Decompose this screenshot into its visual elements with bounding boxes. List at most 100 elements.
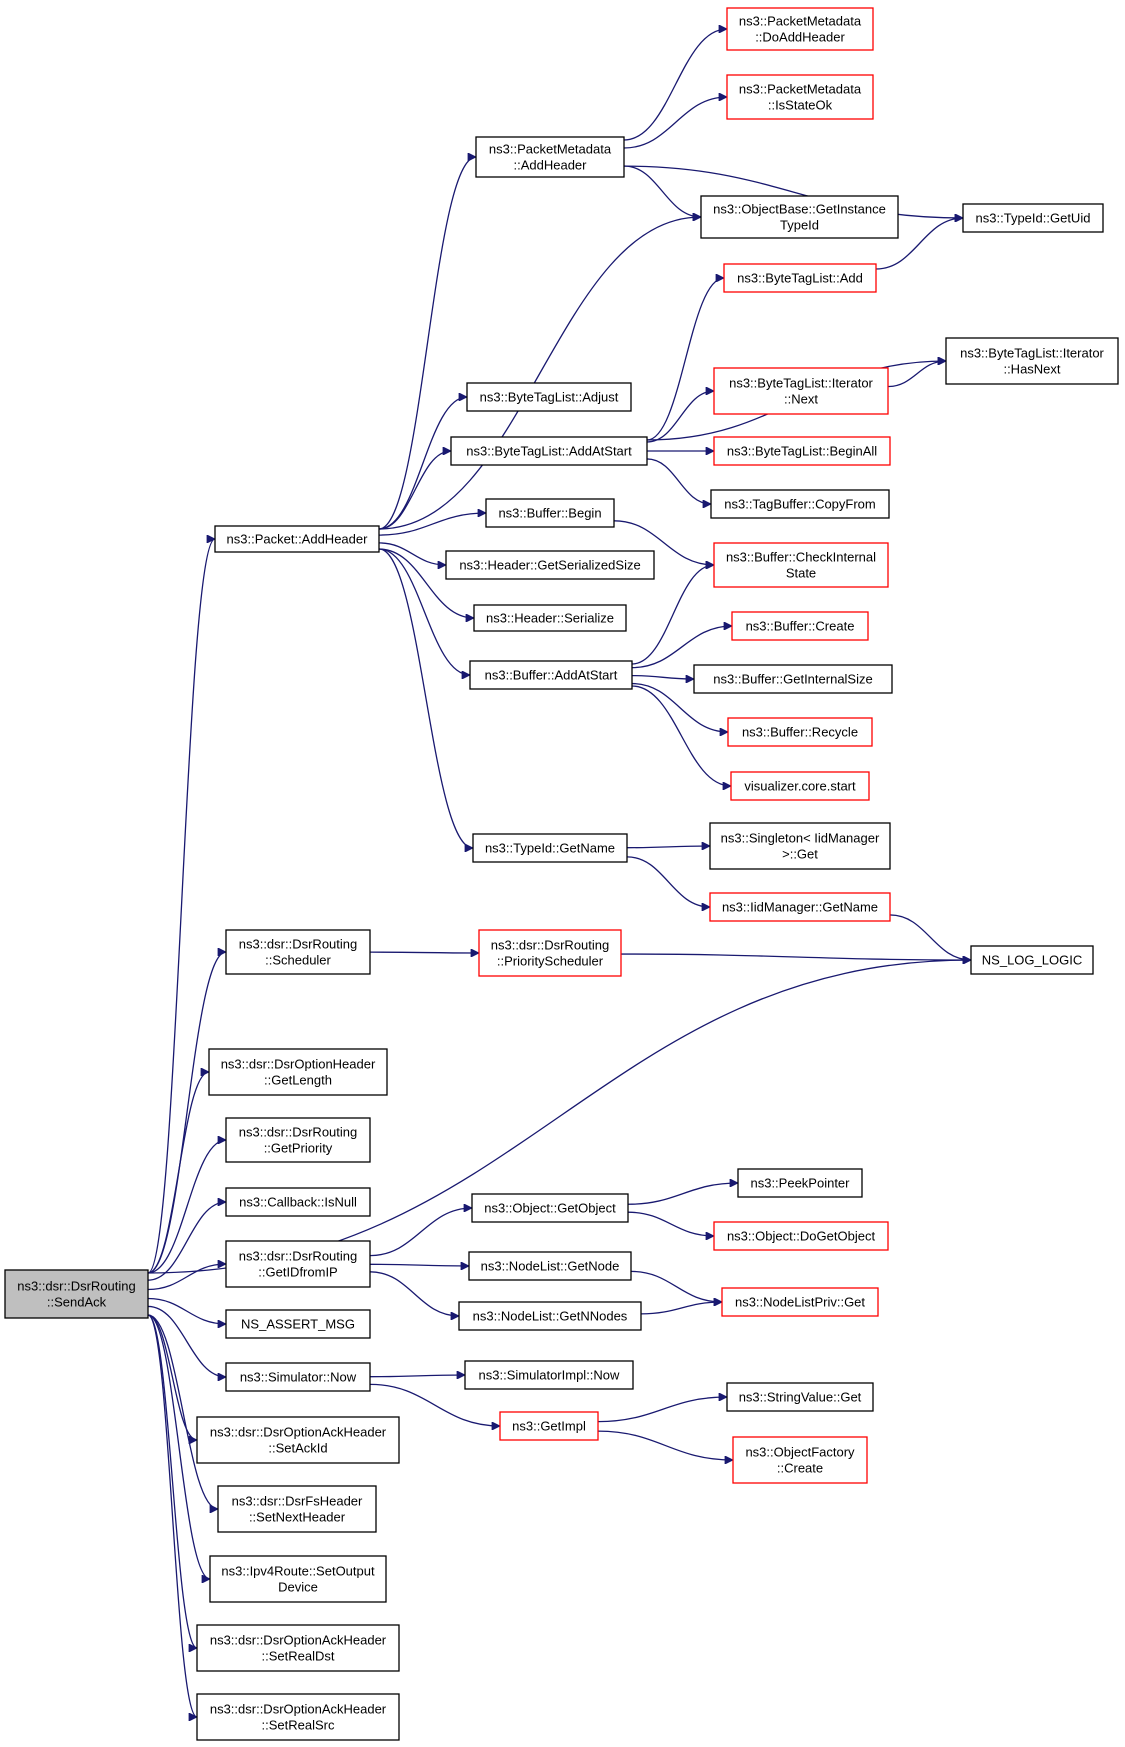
node-get-impl[interactable]: ns3::GetImpl xyxy=(499,1411,599,1441)
node-label: ns3::Packet::AddHeader xyxy=(227,532,369,547)
node-btl-begin-all[interactable]: ns3::ByteTagList::BeginAll xyxy=(713,436,891,466)
node-label: visualizer.core.start xyxy=(744,779,856,794)
edge-pkt-add-header-to-hdr-serialize xyxy=(378,548,474,618)
node-hdr-serialize[interactable]: ns3::Header::Serialize xyxy=(473,604,627,632)
node-of-create[interactable]: ns3::ObjectFactory::Create xyxy=(732,1436,868,1484)
node-type-id-get-uid[interactable]: ns3::TypeId::GetUid xyxy=(962,203,1104,233)
node-btl-add-at-start[interactable]: ns3::ByteTagList::AddAtStart xyxy=(450,436,648,466)
node-pm-do-add-header[interactable]: ns3::PacketMetadata::DoAddHeader xyxy=(726,7,874,51)
edge-get-impl-to-string-value-get xyxy=(597,1397,727,1423)
node-dsr-get-priority[interactable]: ns3::dsr::DsrRouting::GetPriority xyxy=(225,1117,371,1163)
node-obj-do-get-object[interactable]: ns3::Object::DoGetObject xyxy=(713,1221,889,1251)
node-ack-set-ack-id[interactable]: ns3::dsr::DsrOptionAckHeader::SetAckId xyxy=(196,1416,400,1464)
edge-root-to-ns-assert-msg xyxy=(147,1297,226,1325)
node-box xyxy=(713,436,891,466)
node-dsr-get-idfrom-ip[interactable]: ns3::dsr::DsrRouting::GetIDfromIP xyxy=(225,1240,371,1288)
node-singleton-get[interactable]: ns3::Singleton< IidManager>::Get xyxy=(709,822,891,870)
node-viz-start[interactable]: visualizer.core.start xyxy=(730,771,870,801)
edge-buf-begin-to-buf-check-internal xyxy=(613,520,714,565)
node-ack-set-real-src[interactable]: ns3::dsr::DsrOptionAckHeader::SetRealSrc xyxy=(196,1693,400,1741)
node-iid-get-name[interactable]: ns3::IidManager::GetName xyxy=(709,892,891,922)
node-opt-get-length[interactable]: ns3::dsr::DsrOptionHeader::GetLength xyxy=(208,1048,388,1096)
node-label: ns3::Buffer::Create xyxy=(746,619,855,634)
edge-sim-now-to-get-impl xyxy=(369,1383,500,1426)
edge-buf-add-at-start-to-viz-start xyxy=(631,685,731,786)
node-ns-assert-msg[interactable]: NS_ASSERT_MSG xyxy=(225,1309,371,1339)
node-buf-recycle[interactable]: ns3::Buffer::Recycle xyxy=(727,717,873,747)
node-box xyxy=(970,945,1094,975)
node-ack-set-real-dst[interactable]: ns3::dsr::DsrOptionAckHeader::SetRealDst xyxy=(196,1624,400,1672)
node-label: ::Next xyxy=(784,392,818,407)
node-label: ns3::dsr::DsrRouting xyxy=(239,1125,358,1140)
node-label: ns3::Buffer::AddAtStart xyxy=(485,668,618,683)
node-nlp-get[interactable]: ns3::NodeListPriv::Get xyxy=(721,1287,879,1317)
node-type-id-get-name[interactable]: ns3::TypeId::GetName xyxy=(472,833,628,863)
node-fs-set-next-header[interactable]: ns3::dsr::DsrFsHeader::SetNextHeader xyxy=(217,1485,377,1533)
node-string-value-get[interactable]: ns3::StringValue::Get xyxy=(726,1382,874,1412)
node-label: ns3::dsr::DsrOptionAckHeader xyxy=(210,1702,387,1717)
node-box xyxy=(713,1221,889,1251)
node-peek-pointer[interactable]: ns3::PeekPointer xyxy=(737,1168,863,1198)
edge-buf-add-at-start-to-buf-create xyxy=(631,626,732,669)
node-nl-get-node[interactable]: ns3::NodeList::GetNode xyxy=(468,1251,632,1281)
node-tb-copy-from[interactable]: ns3::TagBuffer::CopyFrom xyxy=(710,489,890,519)
node-nl-get-nnodes[interactable]: ns3::NodeList::GetNNodes xyxy=(458,1301,642,1331)
node-box xyxy=(225,1187,371,1217)
node-box xyxy=(225,1240,371,1288)
edge-btl-iter-next-to-btl-iter-has-next xyxy=(887,361,946,388)
node-btl-add[interactable]: ns3::ByteTagList::Add xyxy=(723,263,877,293)
node-sim-impl-now[interactable]: ns3::SimulatorImpl::Now xyxy=(464,1360,634,1390)
node-sim-now[interactable]: ns3::Simulator::Now xyxy=(225,1362,371,1392)
node-box xyxy=(475,136,625,178)
node-buf-get-internal-size[interactable]: ns3::Buffer::GetInternalSize xyxy=(693,664,893,694)
node-box xyxy=(473,604,627,632)
node-label: ns3::Buffer::Recycle xyxy=(742,725,858,740)
node-btl-iter-next[interactable]: ns3::ByteTagList::Iterator::Next xyxy=(713,367,889,415)
node-btl-adjust[interactable]: ns3::ByteTagList::Adjust xyxy=(466,382,632,412)
node-label: ::PriorityScheduler xyxy=(497,954,604,969)
node-hdr-get-ser-size[interactable]: ns3::Header::GetSerializedSize xyxy=(445,550,655,580)
edge-pkt-add-header-to-ob-get-instance xyxy=(378,217,701,530)
node-pm-add-header[interactable]: ns3::PacketMetadata::AddHeader xyxy=(475,136,625,178)
node-label: ::IsStateOk xyxy=(768,98,833,113)
edge-buf-add-at-start-to-buf-recycle xyxy=(631,682,728,732)
node-label: ns3::PacketMetadata xyxy=(739,82,862,97)
node-buf-add-at-start[interactable]: ns3::Buffer::AddAtStart xyxy=(469,660,633,690)
node-label: ns3::StringValue::Get xyxy=(739,1390,862,1405)
edge-nl-get-nnodes-to-nlp-get xyxy=(640,1302,722,1315)
node-box xyxy=(225,1362,371,1392)
node-pkt-add-header[interactable]: ns3::Packet::AddHeader xyxy=(214,525,380,553)
nodes-layer: ns3::dsr::DsrRouting::SendAckns3::Packet… xyxy=(4,7,1119,1741)
node-box xyxy=(962,203,1104,233)
node-label: ns3::dsr::DsrRouting xyxy=(491,938,610,953)
node-buf-create[interactable]: ns3::Buffer::Create xyxy=(731,611,869,641)
node-label: ::Create xyxy=(777,1461,823,1476)
node-dsr-scheduler[interactable]: ns3::dsr::DsrRouting::Scheduler xyxy=(225,929,371,975)
node-box xyxy=(723,263,877,293)
node-btl-iter-has-next[interactable]: ns3::ByteTagList::Iterator::HasNext xyxy=(945,337,1119,385)
node-pm-is-state-ok[interactable]: ns3::PacketMetadata::IsStateOk xyxy=(726,74,874,120)
node-dsr-priority-scheduler[interactable]: ns3::dsr::DsrRouting::PriorityScheduler xyxy=(478,929,622,977)
node-label: ns3::dsr::DsrOptionAckHeader xyxy=(210,1425,387,1440)
node-ns-log-logic[interactable]: NS_LOG_LOGIC xyxy=(970,945,1094,975)
node-obj-get-object[interactable]: ns3::Object::GetObject xyxy=(471,1193,629,1223)
edge-pkt-add-header-to-buf-add-at-start xyxy=(378,548,470,675)
node-box xyxy=(732,1436,868,1484)
edge-pm-add-header-to-type-id-get-uid xyxy=(623,165,963,218)
node-box xyxy=(472,833,628,863)
edge-btl-add-to-type-id-get-uid xyxy=(875,218,963,270)
edge-iid-get-name-to-ns-log-logic xyxy=(889,914,971,960)
node-box xyxy=(709,892,891,922)
node-label: ns3::ByteTagList::AddAtStart xyxy=(466,444,632,459)
node-buf-begin[interactable]: ns3::Buffer::Begin xyxy=(485,498,615,528)
node-label: ns3::IidManager::GetName xyxy=(722,900,878,915)
node-label: ns3::dsr::DsrRouting xyxy=(239,937,358,952)
node-box xyxy=(196,1416,400,1464)
edge-dsr-get-idfrom-ip-to-obj-get-object xyxy=(369,1208,472,1257)
node-cb-is-null[interactable]: ns3::Callback::IsNull xyxy=(225,1187,371,1217)
node-label: ns3::ObjectFactory xyxy=(745,1445,855,1460)
edge-root-to-sim-now xyxy=(147,1305,226,1377)
